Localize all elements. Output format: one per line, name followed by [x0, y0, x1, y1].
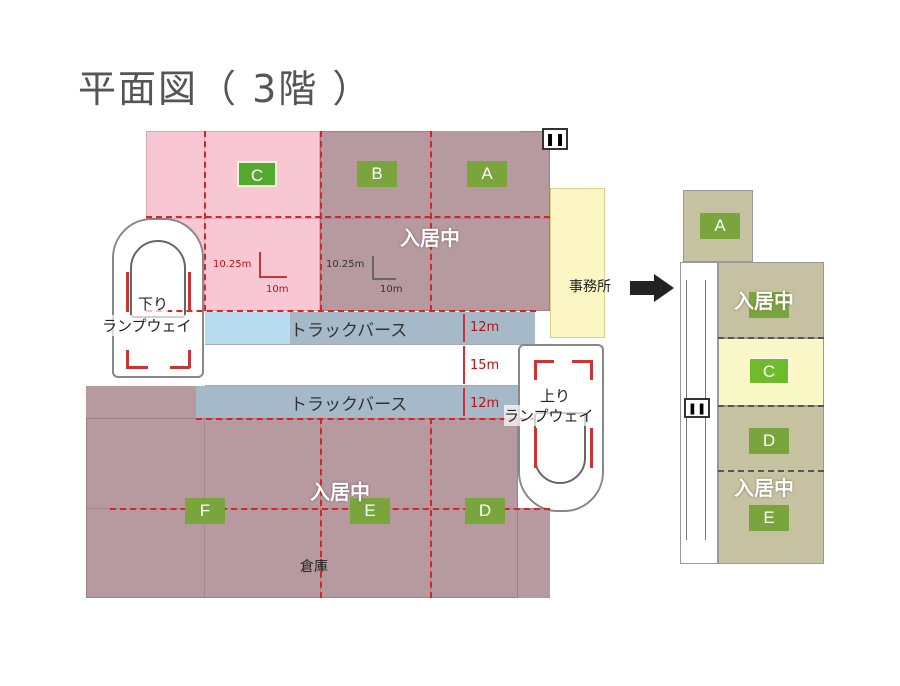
side-unit-divider: [718, 470, 824, 472]
ramp-direction-arrow: [572, 360, 592, 363]
dimension-arrow: [259, 252, 261, 278]
ramp-down-label-line2: ランプウェイ: [102, 317, 192, 335]
occupied-label-lower: 入居中: [310, 480, 370, 504]
warehouse-occupied-zone-right: [518, 508, 550, 598]
ramp-up-label-line1: 上り: [540, 387, 571, 405]
aisle-width-12m-top: 12m: [470, 320, 500, 335]
side-unit-divider: [718, 337, 824, 339]
side-unit-label-e: E: [749, 505, 789, 531]
side-occupied-label-lower: 入居中: [734, 476, 794, 500]
ramp-up-label-line2: ランプウェイ: [504, 407, 594, 425]
unit-label-e: E: [350, 498, 390, 524]
dim-c-vertical: 10.25m: [213, 259, 252, 270]
aisle-width-12m-bottom: 12m: [470, 396, 500, 411]
unit-divider: [430, 418, 432, 598]
ramp-down-label-2: ランプウェイ: [102, 315, 192, 336]
ramp-up-label: 上り: [540, 385, 571, 406]
side-unit-label-a: A: [700, 213, 740, 239]
unit-label-f: F: [185, 498, 225, 524]
grid-line: [146, 218, 550, 219]
ramp-direction-arrow: [590, 360, 593, 380]
page-title: 平面図（ 3階 ）: [78, 67, 373, 111]
zone-a-extension: [430, 131, 520, 163]
arrow-right-icon-head: [654, 274, 674, 302]
unit-divider: [320, 131, 322, 311]
ramp-direction-arrow: [534, 428, 537, 468]
truck-berth-label-upper: トラックバース: [290, 321, 408, 341]
dimension-arrow: [259, 276, 287, 278]
ramp-direction-arrow: [534, 360, 537, 380]
warehouse-occupied-zone: [86, 386, 196, 418]
side-unit-label-d: D: [749, 428, 789, 454]
dimension-arrow: [372, 256, 374, 280]
unit-divider: [430, 131, 432, 311]
unit-divider: [196, 418, 536, 420]
ramp-direction-arrow: [126, 272, 129, 312]
restroom-icon: ❚❚: [542, 128, 568, 150]
side-unit-label-hidden: [749, 292, 789, 318]
restroom-icon: ❚❚: [684, 398, 710, 418]
truck-berth-label-lower: トラックバース: [290, 395, 408, 415]
unit-divider: [146, 310, 536, 312]
ramp-direction-arrow: [188, 272, 191, 312]
unit-label-b: B: [357, 161, 397, 187]
central-aisle: [205, 344, 535, 386]
side-occupied-label-upper: 入居中: [734, 289, 794, 313]
ramp-down-label: 下り: [138, 295, 169, 314]
dimension-arrow: [463, 314, 465, 342]
unit-divider: [320, 418, 322, 598]
ramp-down-label-line1: 下り: [138, 295, 169, 313]
truck-berth-lower-zone: [195, 386, 535, 418]
dimension-arrow: [372, 278, 396, 280]
ramp-up-label-2: ランプウェイ: [504, 405, 594, 426]
warehouse-label: 倉庫: [300, 559, 328, 575]
dim-b-vertical: 10.25m: [326, 259, 365, 270]
office-zone: [550, 188, 605, 338]
dim-c-horizontal: 10m: [266, 284, 289, 295]
dim-b-horizontal: 10m: [380, 284, 403, 295]
side-unit-divider: [718, 405, 824, 407]
unit-divider: [110, 508, 550, 510]
ramp-direction-arrow: [170, 366, 190, 369]
ramp-direction-arrow: [126, 366, 148, 369]
arrow-right-icon: [630, 281, 656, 295]
unit-divider: [204, 131, 206, 311]
occupied-label-upper: 入居中: [400, 226, 460, 250]
unit-label-d: D: [465, 498, 505, 524]
ramp-direction-arrow: [188, 350, 191, 368]
truck-berth-upper-light: [205, 312, 290, 344]
ramp-direction-arrow: [534, 360, 554, 363]
unit-label-a: A: [467, 161, 507, 187]
unit-divider: [146, 216, 550, 218]
ramp-direction-arrow: [126, 350, 129, 368]
dimension-arrow: [463, 346, 465, 384]
ramp-direction-arrow: [590, 428, 593, 468]
side-unit-label-c: C: [749, 358, 789, 384]
dimension-arrow: [463, 388, 465, 416]
aisle-width-15m: 15m: [470, 358, 500, 373]
office-label: 事務所: [569, 279, 611, 295]
unit-label-c: C: [237, 161, 277, 187]
